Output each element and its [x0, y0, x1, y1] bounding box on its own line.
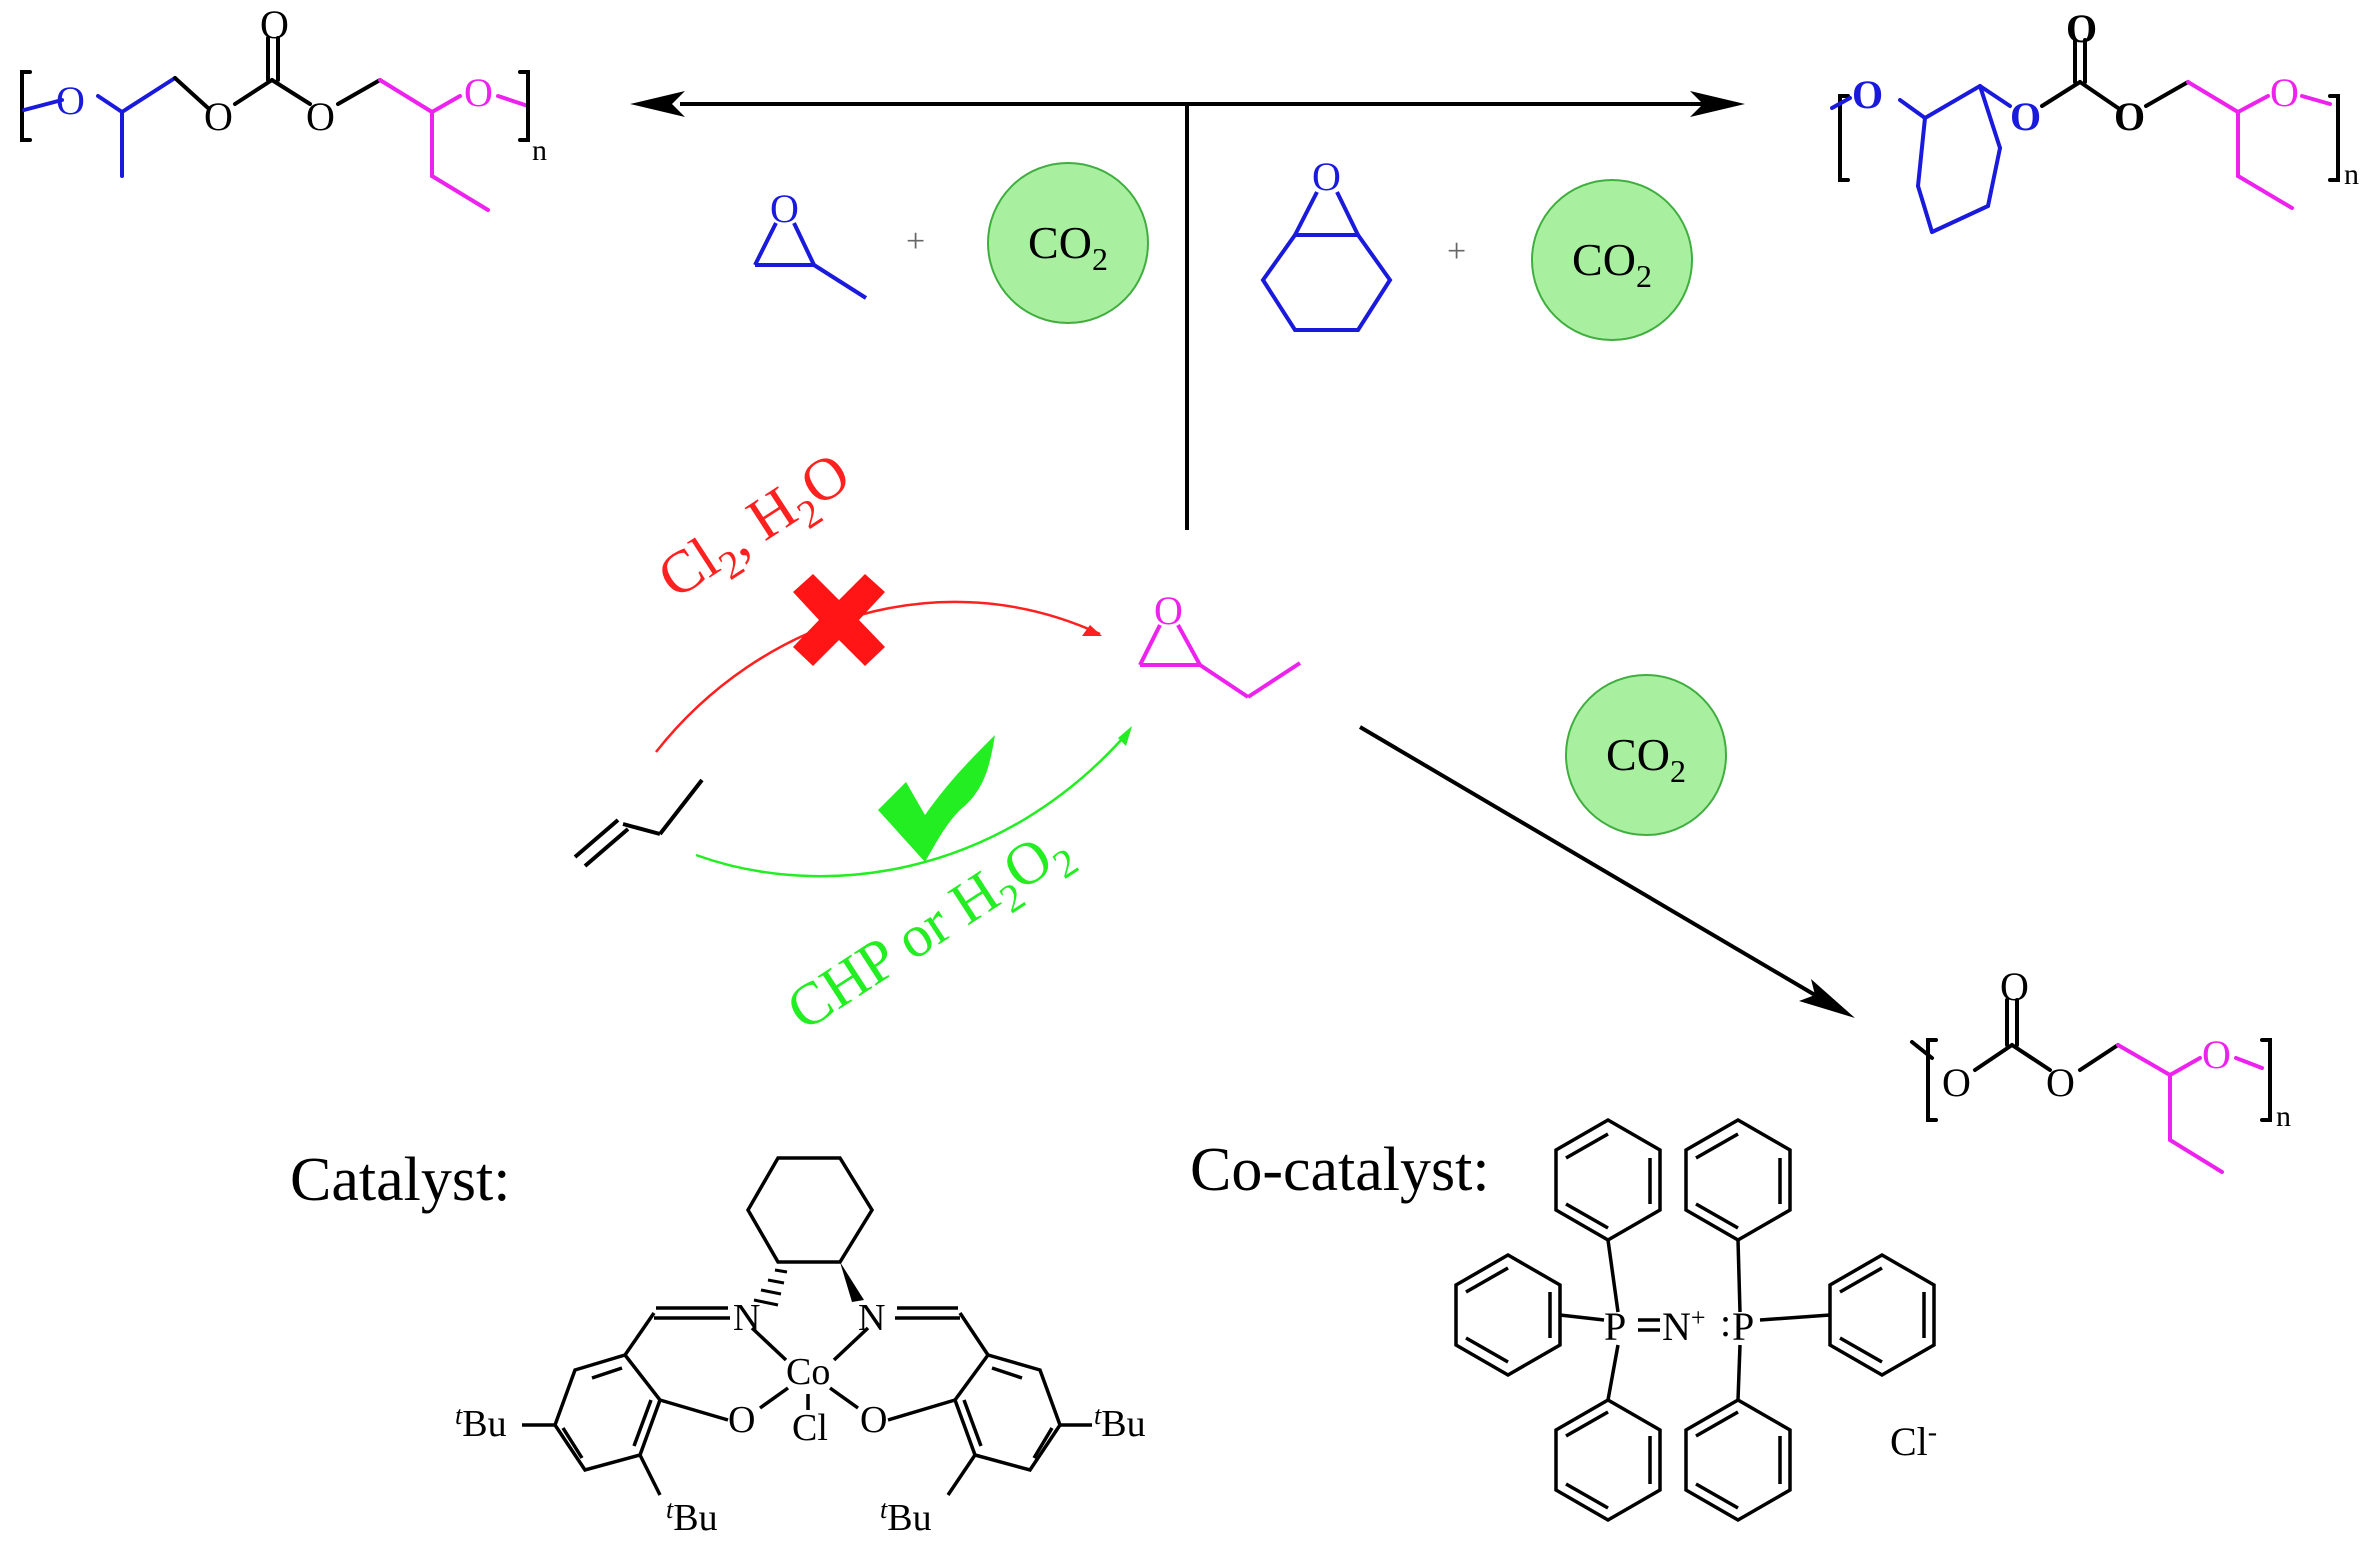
atom-o: O: [2202, 1032, 2231, 1077]
atom-o: O: [204, 94, 233, 139]
green-route: CHP or H2O2: [695, 726, 1132, 1043]
atom-o: O: [2114, 94, 2145, 139]
polymer-top-right-labels: O O O O O n: [1852, 6, 2359, 191]
arrow-head-right: [1690, 91, 1745, 117]
atom-o: O: [1852, 72, 1883, 117]
atom-p: P: [1732, 1304, 1754, 1349]
repeat-n: n: [532, 134, 547, 167]
atom-o: O: [56, 78, 85, 123]
atom-o: O: [2000, 964, 2029, 1009]
cocatalyst-structure: [1454, 1117, 1936, 1523]
arrow-diagonal: [1358, 725, 1817, 997]
check-mark-icon: [878, 735, 995, 862]
tbu-label: tBu: [455, 1401, 507, 1445]
plus-sign: +: [1447, 233, 1466, 270]
atom-cl: Cl: [792, 1407, 828, 1449]
polymer-bottom-right-labels: O O O O n: [1942, 964, 2291, 1133]
atom-n: N: [858, 1297, 885, 1339]
cocatalyst-label: Co-catalyst:: [1190, 1136, 1490, 1204]
svg-text:CO2: CO2: [1028, 217, 1108, 277]
lone-pair: :: [1720, 1300, 1731, 1345]
co2-bubble: CO2: [1531, 179, 1693, 341]
atom-n: N+: [1662, 1303, 1706, 1349]
atom-o: O: [464, 70, 493, 115]
arrow-head-left: [630, 91, 685, 117]
atom-p: P: [1604, 1304, 1626, 1349]
cocatalyst-labels: P N+ : P Cl-: [1604, 1300, 1937, 1464]
butylene-oxide: [1138, 624, 1302, 699]
atom-o: O: [770, 186, 799, 231]
co2-bubble: CO2: [1565, 674, 1727, 836]
cyclohexene-oxide: [1260, 191, 1393, 332]
x-mark-icon: [793, 574, 885, 666]
plus-sign: +: [906, 223, 925, 260]
propylene-oxide: [753, 222, 868, 300]
atom-o: O: [1942, 1060, 1971, 1105]
atom-o: O: [2010, 94, 2041, 139]
repeat-n: n: [2276, 1100, 2291, 1133]
atom-o: O: [2046, 1060, 2075, 1105]
atom-co: Co: [786, 1351, 830, 1393]
atom-o: O: [306, 94, 335, 139]
tbu-label: tBu: [1094, 1401, 1146, 1445]
hashed-bond: [753, 1268, 788, 1307]
atom-o: O: [860, 1399, 887, 1441]
svg-text:Cl2, H2O: Cl2, H2O: [646, 439, 866, 619]
atom-o: O: [2066, 6, 2097, 51]
catalyst-structure: [522, 1156, 1092, 1496]
1-butene: [573, 778, 704, 868]
polymer-top-right: [1830, 38, 2340, 234]
polymer-top-left-labels: O O O O O n: [56, 2, 547, 167]
svg-text:CO2: CO2: [1572, 234, 1652, 294]
atom-o: O: [2270, 70, 2299, 115]
svg-text:CO2: CO2: [1606, 729, 1686, 789]
tbu-label: tBu: [880, 1495, 932, 1539]
tbu-label: tBu: [666, 1495, 718, 1539]
arrow-head-diagonal: [1799, 979, 1855, 1018]
catalyst-label: Catalyst:: [290, 1146, 510, 1214]
counterion: Cl-: [1890, 1417, 1937, 1464]
atom-o: O: [728, 1399, 755, 1441]
polymer-top-left: [20, 36, 530, 212]
atom-o: O: [1154, 588, 1183, 633]
repeat-n: n: [2344, 158, 2359, 191]
atom-o: O: [260, 2, 289, 47]
atom-n: N: [733, 1297, 760, 1339]
atom-o: O: [1312, 154, 1341, 199]
polymer-bottom-right: [1910, 998, 2272, 1174]
main-arrows: [630, 91, 1855, 1018]
catalyst-labels: N N Co O O Cl tBu tBu tBu tBu: [455, 1297, 1146, 1539]
co2-bubble: CO2: [987, 162, 1149, 324]
